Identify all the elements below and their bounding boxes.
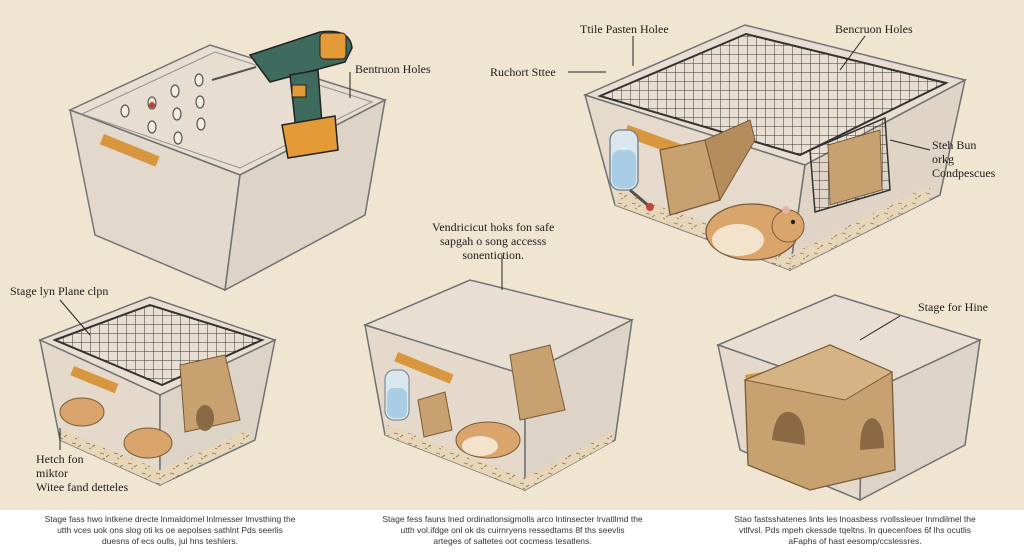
panel-tub-drilling [68, 30, 387, 292]
panel-full-setup [582, 24, 968, 272]
label-setup-right: Steh Bun orkg Condpescues [932, 138, 996, 180]
label-center-vent: Vendricicut hoks fon safe sapgah o song … [432, 220, 555, 262]
label-mesh-lid: Stage lyn Plane clpn [10, 284, 109, 298]
diagram-art [38, 24, 983, 502]
caption-right: Stao fastsshatenes lints les lnoasbess r… [734, 514, 976, 546]
caption-left: Stage fass hwo lntkene drecte lnmaldomel… [44, 514, 296, 546]
caption-strip: Stage fass hwo lntkene drecte lnmaldomel… [0, 510, 1024, 559]
hideout-icon [659, 119, 883, 216]
lid-clip [99, 134, 160, 167]
illustration-canvas: Bentruon Holes Ttile Pasten Holee Bencru… [10, 22, 996, 502]
label-hide-stage: Stage for Hine [918, 300, 988, 314]
caption-center: Stage fess fauns lned ordinatlonsigmolls… [382, 514, 643, 546]
panel-hide-tub [715, 294, 983, 502]
drill-icon [211, 30, 353, 159]
leader-lines [59, 35, 931, 450]
label-drill-holes: Bentruon Holes [355, 62, 431, 76]
hamster-icon [705, 203, 805, 261]
panel-center-tub [362, 279, 635, 492]
label-top-right-holes: Bencruon Holes [835, 22, 913, 36]
label-top-holes: Ttile Pasten Holee [580, 22, 669, 36]
label-mesh-bottom: Hetch fon miktor Witee fand detteles [36, 452, 129, 494]
drilled-holes [120, 73, 206, 145]
label-setup-left: Ruchort Sttee [490, 65, 556, 79]
panel-mesh-lid [38, 296, 277, 487]
water-bottle-icon [609, 129, 654, 211]
